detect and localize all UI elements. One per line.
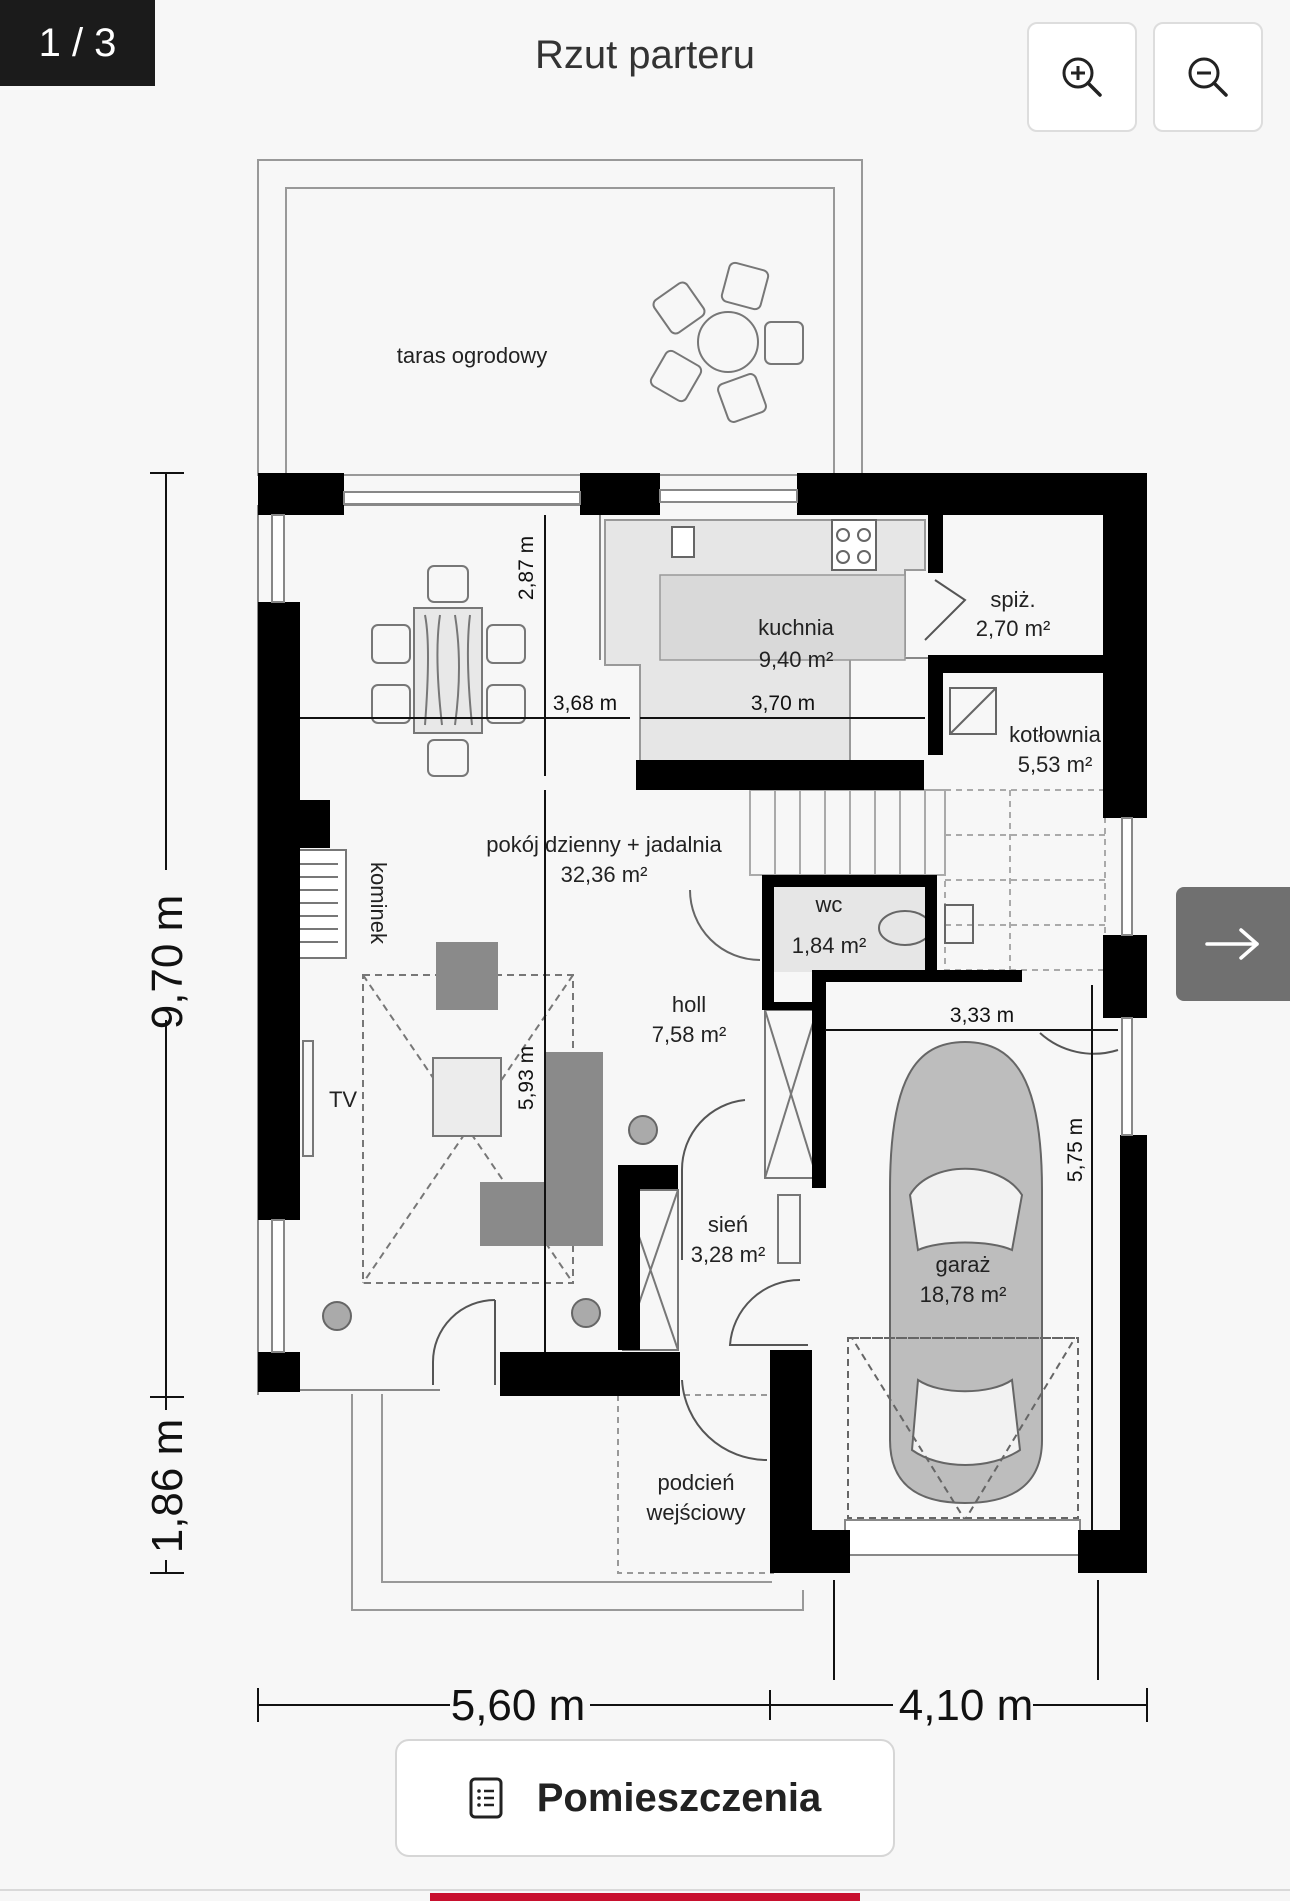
label-boiler: kotłownia — [1009, 722, 1101, 747]
label-wc: wc — [815, 892, 843, 917]
room-labels: taras ogrodowy kuchnia 9,40 m² spiż. 2,7… — [329, 343, 1102, 1525]
overall-dimensions: 9,70 m 1,86 m 5,60 m 4,10 m — [140, 870, 1033, 1730]
label-pantry: spiż. — [990, 587, 1035, 612]
kitchen-stove — [831, 519, 877, 571]
zoom-out-button[interactable] — [1153, 22, 1263, 132]
kitchen-sink — [671, 526, 695, 558]
label-porch-1: podcień — [657, 1470, 734, 1495]
dining-set — [371, 565, 526, 777]
label-porch-2: wejściowy — [645, 1500, 745, 1525]
zoom-in-icon — [1062, 57, 1102, 97]
dim-593: 5,93 m — [515, 1046, 538, 1110]
list-document-icon — [469, 1777, 503, 1819]
label-living-area: 32,36 m² — [561, 862, 648, 887]
boiler-unit — [949, 687, 997, 735]
dim-width-right: 4,10 m — [899, 1681, 1034, 1730]
dim-370: 3,70 m — [751, 692, 815, 715]
label-garage: garaż — [935, 1252, 990, 1277]
dim-333: 3,33 m — [950, 1004, 1014, 1027]
dim-287: 2,87 m — [515, 536, 538, 600]
dimension-labels: 2,87 m 3,68 m 3,70 m 5,93 m 3,33 m 5,75 … — [515, 536, 1087, 1182]
divider — [0, 1889, 1290, 1891]
next-image-button[interactable] — [1176, 887, 1290, 1001]
plants — [322, 1115, 658, 1331]
label-wc-area: 1,84 m² — [792, 933, 867, 958]
dim-total-height: 9,70 m — [143, 895, 192, 1030]
label-hall: holl — [672, 992, 706, 1017]
label-boiler-area: 5,53 m² — [1018, 752, 1093, 777]
kitchen-island — [659, 574, 906, 661]
living-furniture — [287, 849, 603, 1284]
terrace-table — [649, 261, 804, 423]
label-kitchen: kuchnia — [758, 615, 835, 640]
active-indicator — [430, 1893, 860, 1901]
page-title: Rzut parteru — [534, 33, 756, 77]
windows — [271, 489, 1133, 1353]
zoom-in-button[interactable] — [1027, 22, 1137, 132]
door-swings — [432, 579, 1119, 1462]
arrow-right-icon — [1205, 928, 1259, 960]
car-icon — [847, 1040, 1079, 1522]
dim-368: 3,68 m — [553, 692, 617, 715]
exterior-walls — [258, 473, 1147, 1573]
garage-door — [844, 1519, 1081, 1556]
rooms-button-label: Pomieszczenia — [536, 1775, 822, 1820]
label-hall-area: 7,58 m² — [652, 1022, 727, 1047]
label-living: pokój dzienny + jadalnia — [486, 832, 722, 857]
porch-outline — [351, 1394, 804, 1611]
wc-floor — [770, 882, 930, 972]
label-kitchen-area: 9,40 m² — [759, 647, 834, 672]
label-fireplace: kominek — [366, 862, 391, 945]
zoom-out-icon — [1188, 57, 1228, 97]
label-vestibule: sień — [708, 1212, 748, 1237]
label-terrace: taras ogrodowy — [397, 343, 547, 368]
staircase — [749, 789, 1106, 971]
stove-burners — [836, 528, 871, 564]
label-tv: TV — [329, 1087, 357, 1112]
label-garage-area: 18,78 m² — [920, 1282, 1007, 1307]
image-counter: 1 / 3 — [0, 0, 155, 86]
label-vestibule-area: 3,28 m² — [691, 1242, 766, 1267]
dim-width-left: 5,60 m — [451, 1681, 586, 1730]
floor-plan: taras ogrodowy kuchnia 9,40 m² spiż. 2,7… — [140, 159, 1148, 1730]
rooms-button[interactable]: Pomieszczenia — [395, 1739, 895, 1857]
dim-575: 5,75 m — [1064, 1118, 1087, 1182]
terrace-outline — [257, 159, 863, 476]
label-pantry-area: 2,70 m² — [976, 616, 1051, 641]
dim-porch-depth: 1,86 m — [143, 1419, 192, 1554]
